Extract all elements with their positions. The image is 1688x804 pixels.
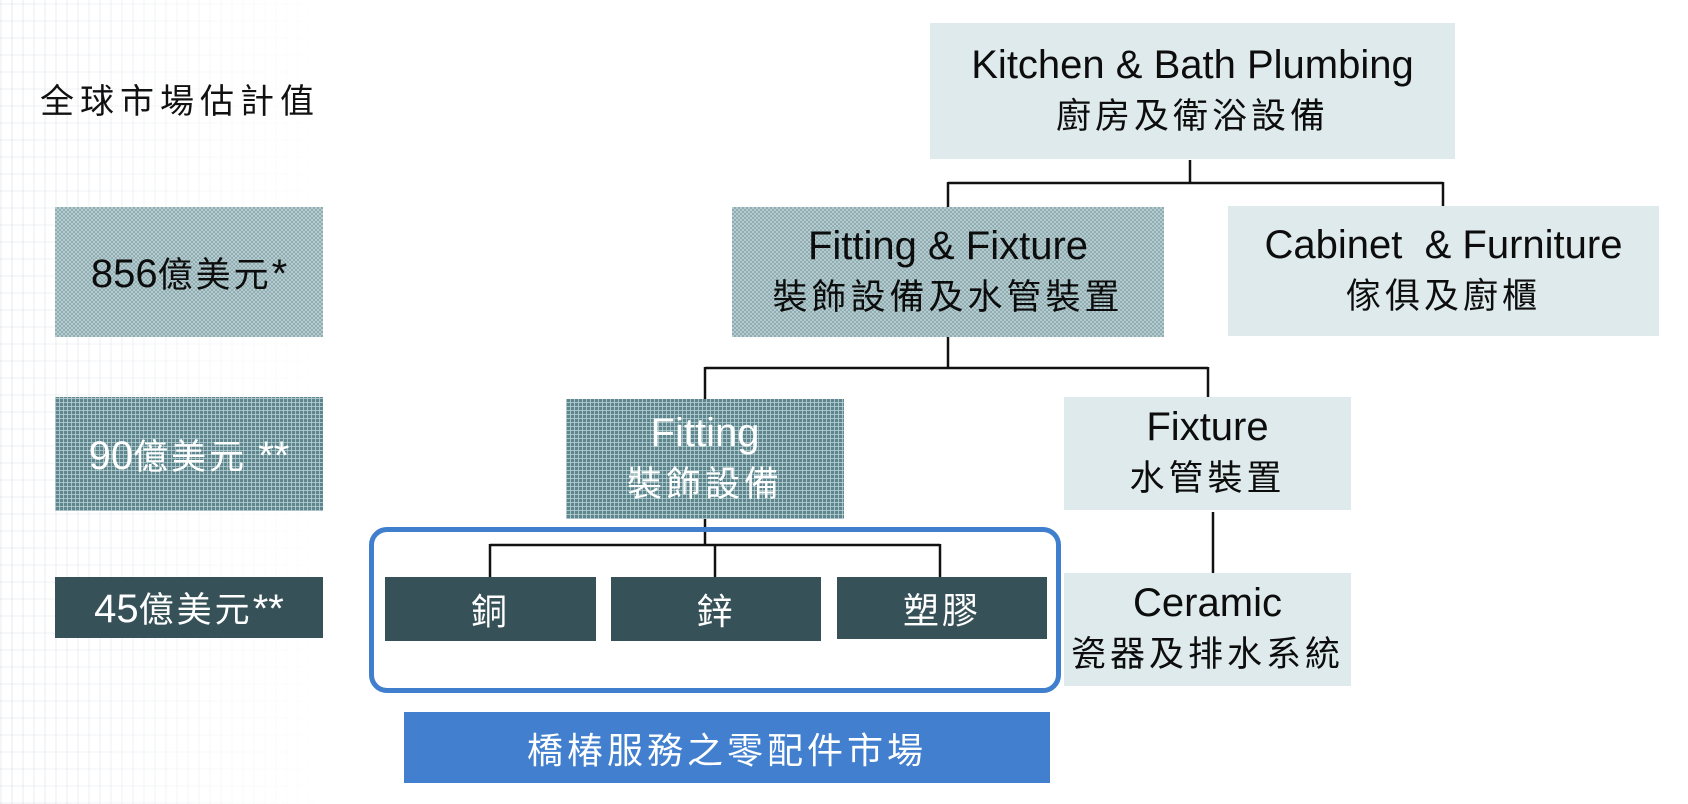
node-material-plastic: 塑膠 — [837, 577, 1047, 639]
value-unit: 億美元 — [133, 437, 248, 478]
node-label-zh: 裝飾設備 — [626, 464, 783, 505]
node-label-en: Ceramic — [1133, 581, 1282, 626]
node-fixture: Fixture 水管裝置 — [1064, 397, 1351, 510]
node-label-en: Cabinet & Furniture — [1264, 222, 1623, 267]
market-value-total: 856億美元* — [55, 207, 323, 337]
node-cabinet-furniture: Cabinet & Furniture 傢俱及廚櫃 — [1228, 206, 1659, 336]
node-label-zh: 傢俱及廚櫃 — [1345, 276, 1541, 317]
node-label-en: Fixture — [1146, 405, 1269, 450]
value-note: * — [271, 251, 288, 296]
value-note: ** — [252, 587, 284, 631]
page-title: 全球市場估計值 — [40, 82, 320, 122]
material-label: 銅 — [470, 592, 510, 633]
node-material-copper: 銅 — [385, 577, 596, 641]
node-ceramic: Ceramic 瓷器及排水系統 — [1064, 573, 1351, 686]
value-note: ** — [247, 433, 290, 478]
node-label-zh: 廚房及衛浴設備 — [1055, 96, 1329, 137]
market-value-fitting: 90億美元 ** — [55, 397, 323, 511]
value-amount: 90 — [88, 433, 134, 478]
node-material-zinc: 鋅 — [611, 577, 821, 641]
aftermarket-highlight-frame — [369, 527, 1061, 693]
material-label: 塑膠 — [902, 591, 981, 632]
node-label-en: Kitchen & Bath Plumbing — [971, 42, 1414, 87]
node-label-en: Fitting & Fixture — [807, 223, 1089, 268]
node-label-zh: 瓷器及排水系統 — [1070, 635, 1344, 676]
node-kitchen-bath-plumbing: Kitchen & Bath Plumbing 廚房及衛浴設備 — [930, 23, 1455, 159]
node-label-en: Fitting — [650, 410, 760, 455]
node-label-zh: 水管裝置 — [1129, 459, 1286, 500]
aftermarket-label-bar: 橋椿服務之零配件市場 — [404, 712, 1050, 783]
value-amount: 45 — [94, 587, 139, 631]
market-value-materials: 45億美元** — [55, 577, 323, 638]
value-unit: 億美元 — [138, 591, 253, 631]
node-label-zh: 裝飾設備及水管裝置 — [772, 277, 1124, 318]
node-fitting: Fitting 裝飾設備 — [566, 399, 844, 519]
node-fitting-fixture: Fitting & Fixture 裝飾設備及水管裝置 — [732, 207, 1164, 337]
value-amount: 856 — [90, 251, 158, 296]
value-unit: 億美元 — [157, 255, 272, 296]
material-label: 鋅 — [696, 592, 736, 633]
